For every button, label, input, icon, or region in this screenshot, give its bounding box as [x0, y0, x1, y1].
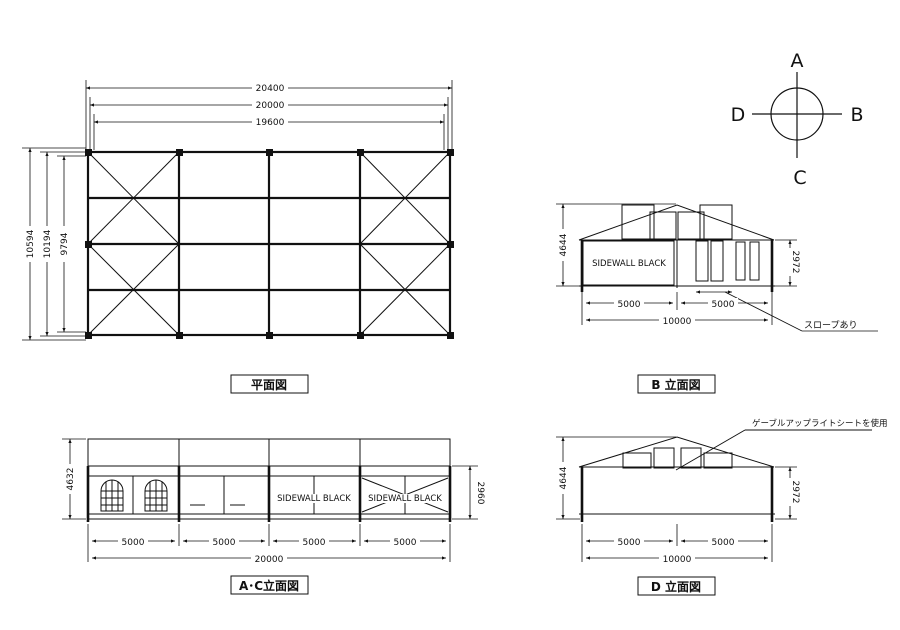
- elev-d-bay-left: 5000: [618, 538, 641, 548]
- elev-ac-height-right: 2960: [475, 482, 485, 505]
- plan-dim-10194: 10194: [43, 229, 53, 258]
- elev-d-caption-box: D 立面図: [637, 576, 716, 596]
- elev-ac-wall-label-2: SIDEWALL BLACK: [368, 494, 442, 504]
- elevation-ac: SIDEWALL BLACK SIDEWALL BLACK 4632 2960: [62, 438, 487, 565]
- elev-b-bay-left: 5000: [618, 300, 641, 310]
- plan-dim-20000: 20000: [256, 101, 285, 111]
- plan-dim-20400: 20400: [256, 84, 285, 94]
- elev-ac-bay-2: 5000: [213, 538, 236, 548]
- plan-caption: 平面図: [251, 378, 287, 392]
- elev-ac-bay-1: 5000: [122, 538, 145, 548]
- elev-ac-bay-4: 5000: [394, 538, 417, 548]
- plan-caption-box: 平面図: [230, 374, 309, 394]
- elev-ac-caption: A･C立面図: [239, 578, 299, 593]
- elev-ac-height-left: 4632: [66, 468, 76, 491]
- elev-ac-wall-label-1: SIDEWALL BLACK: [277, 494, 351, 504]
- elevation-b: SIDEWALL BLACK 4644 2972 5000 5000: [553, 203, 878, 332]
- plan-dim-19600: 19600: [256, 118, 285, 128]
- elev-ac-bay-3: 5000: [303, 538, 326, 548]
- compass-south-label: C: [793, 167, 806, 189]
- elev-d-note: ゲーブルアップライトシートを使用: [752, 418, 888, 429]
- elev-b-height-left: 4644: [559, 233, 569, 256]
- compass: [752, 72, 842, 158]
- compass-east-label: B: [850, 104, 863, 126]
- elevation-d: ゲーブルアップライトシートを使用 4644 2972 5000 5000 100…: [553, 418, 888, 565]
- elev-ac-caption-box: A･C立面図: [230, 575, 309, 595]
- elev-d-total: 10000: [663, 555, 692, 565]
- plan-dim-9794: 9794: [60, 232, 70, 255]
- elev-ac-total: 20000: [255, 555, 284, 565]
- plan-view: 20400 20000 19600 10594 10194 9794: [22, 80, 454, 341]
- elev-b-wall-label: SIDEWALL BLACK: [592, 259, 666, 269]
- elev-d-height-left: 4644: [559, 466, 569, 489]
- compass-west-label: D: [731, 104, 746, 126]
- compass-north-label: A: [791, 50, 804, 72]
- elev-d-bay-right: 5000: [712, 538, 735, 548]
- elev-b-caption: B 立面図: [651, 377, 700, 392]
- elev-b-bay-right: 5000: [712, 300, 735, 310]
- elev-b-slope-note: スロープあり: [804, 320, 857, 331]
- elev-b-height-right: 2972: [790, 251, 800, 274]
- plan-dim-10594: 10594: [26, 229, 36, 258]
- elev-d-caption: D 立面図: [651, 579, 701, 594]
- elev-d-height-right: 2972: [790, 481, 800, 504]
- elev-b-total: 10000: [663, 317, 692, 327]
- elev-b-caption-box: B 立面図: [637, 374, 716, 394]
